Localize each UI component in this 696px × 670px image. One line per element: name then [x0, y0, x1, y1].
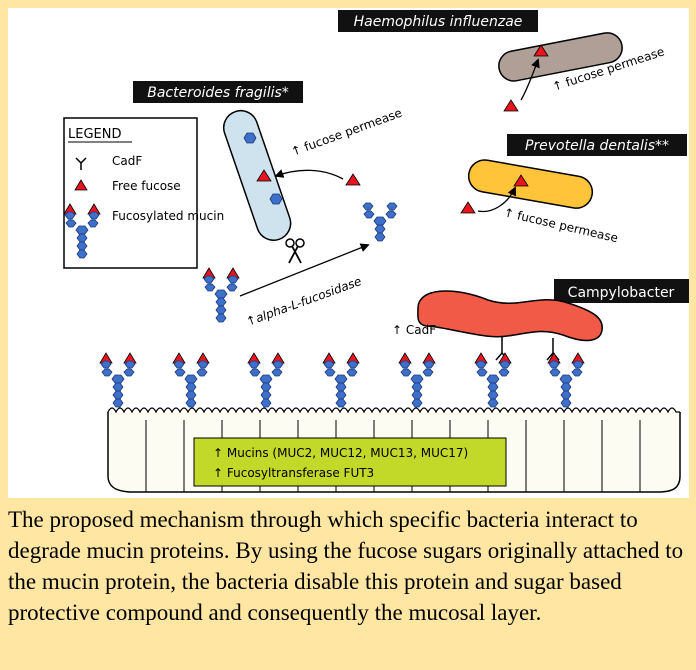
cadf-receptor-icon: [75, 157, 87, 170]
surface-mucins: [99, 352, 585, 408]
fucosidase-label: ↑alpha-L-fucosidase: [244, 274, 363, 329]
fucosylated-mucin-bacteroides: [202, 267, 240, 323]
prevotella-label: Prevotella dentalis**: [525, 138, 669, 154]
free-fucose-haemophilus: [503, 99, 519, 112]
haemophilus-uptake-arrow: [520, 58, 540, 101]
campylobacter-label: Campylobacter: [568, 285, 675, 301]
figure-caption: The proposed mechanism through which spe…: [8, 507, 684, 625]
defucosylated-mucin: [362, 202, 398, 242]
free-fucose-prevotella: [460, 201, 476, 214]
cadf-label: ↑ CadF: [392, 323, 436, 337]
legend-title: LEGEND: [68, 127, 121, 142]
fut3-label: ↑ Fucosyltransferase FUT3: [213, 466, 374, 480]
bacteroides-uptake-arrow: [274, 169, 344, 180]
prevotella-group: Prevotella dentalis** ↑ fucose permease: [460, 134, 687, 245]
mucins-label: ↑ Mucins (MUC2, MUC12, MUC13, MUC17): [213, 446, 468, 460]
scissors-icon: [285, 238, 305, 264]
fucosidase-arrow: [239, 243, 370, 297]
legend-item-free-fucose: Free fucose: [112, 179, 181, 193]
haemophilus-cell: [498, 32, 623, 82]
free-fucose-bacteroides: [345, 173, 361, 186]
legend: LEGEND CadF Free fucose Fucosylated muci…: [63, 117, 224, 269]
legend-item-cadf: CadF: [112, 154, 142, 168]
fucose-inside-prevotella: [513, 174, 529, 187]
red-triangle-icon: [74, 179, 88, 191]
prevotella-cell: [467, 159, 594, 209]
mechanism-diagram: LEGEND CadF Free fucose Fucosylated muci…: [8, 8, 689, 498]
fucose-inside-bacteroides: [256, 169, 272, 182]
campylobacter-cell: [417, 290, 603, 342]
epithelium: ↑ Mucins (MUC2, MUC12, MUC13, MUC17) ↑ F…: [107, 407, 681, 493]
haemophilus-group: Haemophilus influenzae ↑ fucose permease: [338, 10, 666, 112]
legend-item-fucosylated-mucin: Fucosylated mucin: [112, 209, 224, 223]
bacteroides-label: Bacteroides fragilis*: [147, 85, 289, 101]
prevotella-uptake-arrow: [477, 186, 517, 213]
bacteroides-cell: [222, 109, 292, 241]
campylobacter-group: Campylobacter ↑ CadF: [392, 279, 689, 361]
bacteroides-permease-label: ↑ fucose permease: [289, 106, 404, 159]
prevotella-permease-label: ↑ fucose permease: [502, 205, 619, 245]
haemophilus-label: Haemophilus influenzae: [354, 14, 523, 30]
fucose-inside-haemophilus: [533, 44, 549, 57]
